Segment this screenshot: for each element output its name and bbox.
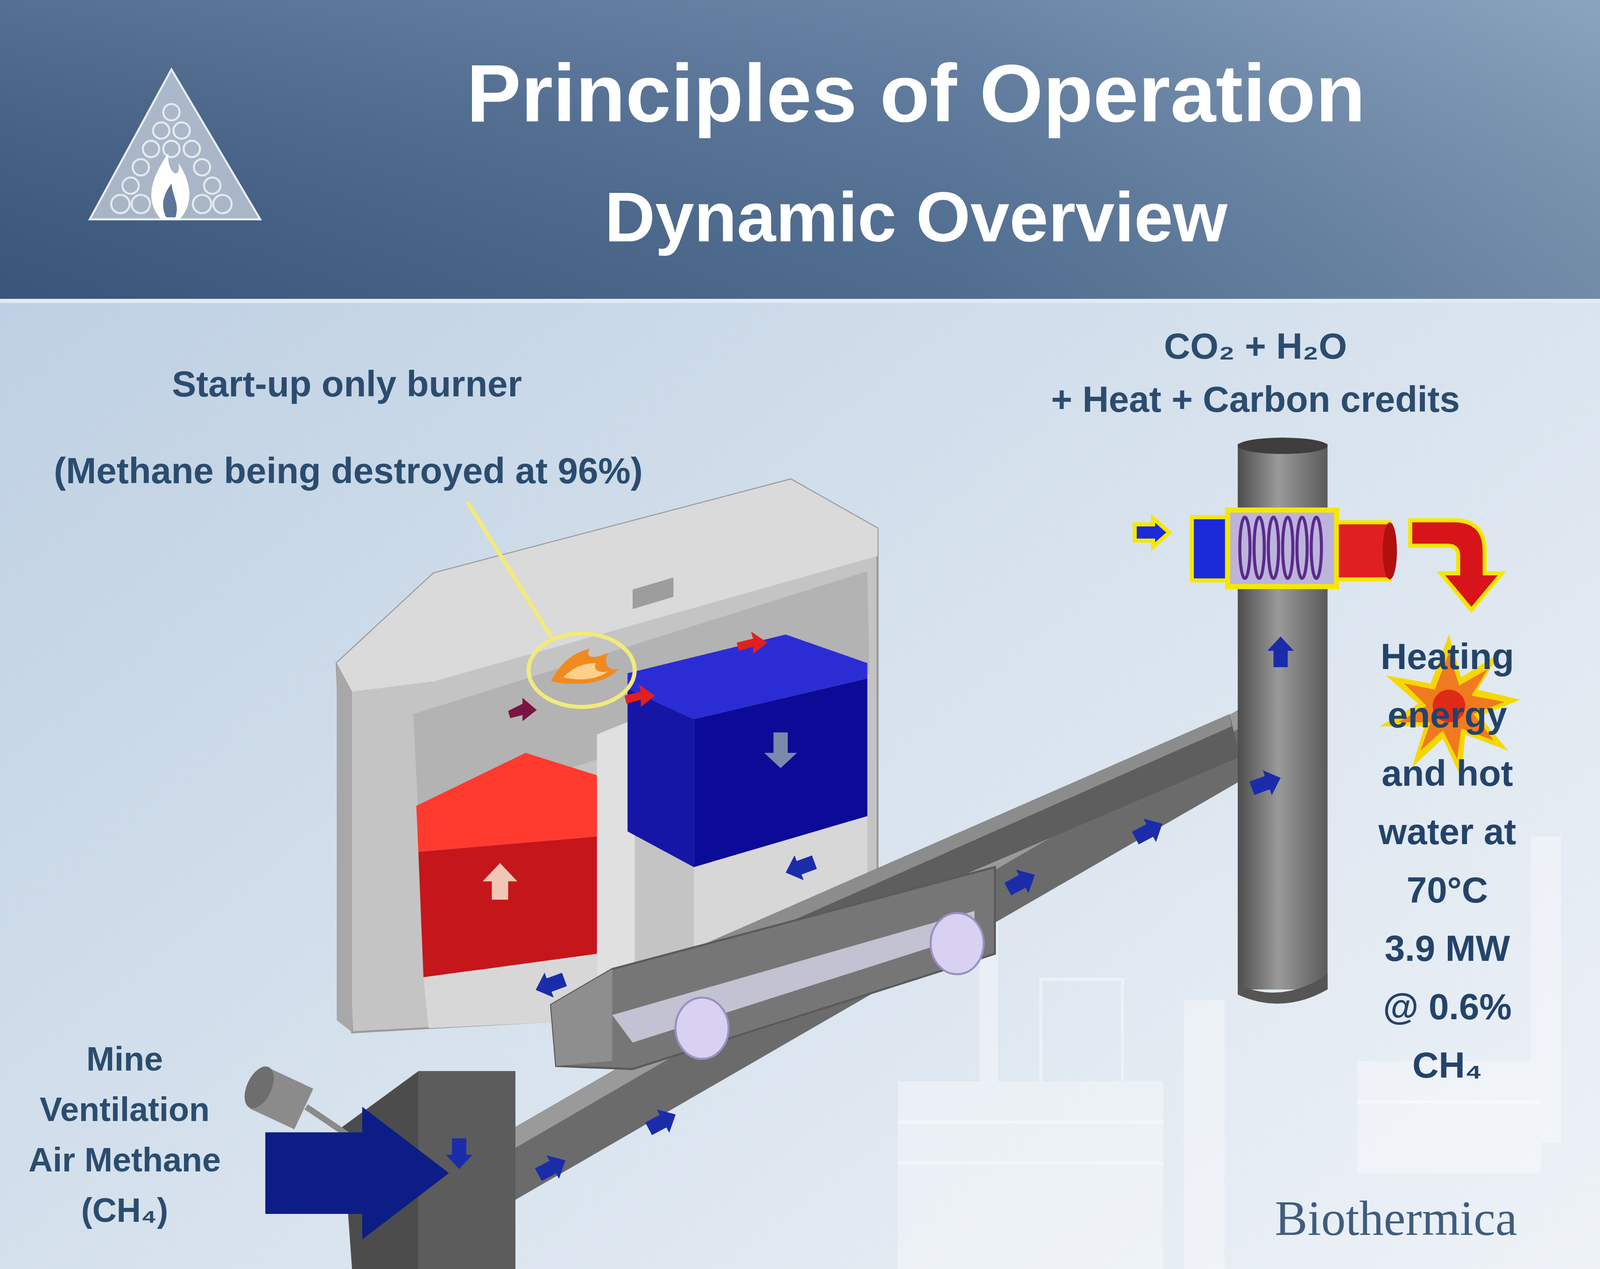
oxidizer-housing bbox=[336, 662, 353, 1033]
logo bbox=[163, 140, 180, 158]
burner-flame bbox=[467, 501, 635, 707]
inlet-label: Mine Ventilation Air Methane (CH₄) bbox=[17, 1033, 233, 1236]
logo bbox=[111, 194, 130, 213]
flow-arrows-duct bbox=[1128, 811, 1169, 850]
burner-flame bbox=[563, 662, 608, 680]
header-band bbox=[0, 0, 1600, 304]
destruction-note: (Methane being destroyed at 96%) bbox=[53, 449, 643, 494]
ceramic-bed-cold bbox=[627, 688, 694, 867]
company-name: Biothermica bbox=[1274, 1189, 1517, 1248]
heat-exchanger bbox=[1409, 520, 1502, 610]
flow-arrows-duct bbox=[532, 1148, 572, 1187]
heat-exchanger bbox=[1311, 517, 1322, 579]
burner-callout: Start-up only burner bbox=[171, 362, 522, 407]
ceramic-bed-cold bbox=[764, 732, 797, 769]
ducts bbox=[930, 912, 984, 974]
flow-arrows-chamber bbox=[736, 631, 768, 654]
inlet-arrow bbox=[265, 1106, 449, 1240]
background bbox=[1530, 836, 1562, 1143]
header-band bbox=[0, 0, 1600, 299]
ceramic-bed-hot bbox=[418, 836, 597, 978]
ducts bbox=[479, 708, 1243, 1165]
slide-title: Principles of Operation bbox=[466, 44, 1366, 143]
slide-subtitle: Dynamic Overview bbox=[604, 175, 1228, 260]
inlet-arrow bbox=[265, 1106, 449, 1240]
header-band bbox=[0, 0, 1600, 299]
logo bbox=[89, 69, 261, 220]
ducts bbox=[550, 866, 995, 1070]
logo bbox=[89, 69, 261, 220]
flow-arrows-duct bbox=[445, 636, 1294, 1187]
logo bbox=[173, 122, 191, 139]
flow-arrows-duct bbox=[1247, 765, 1286, 801]
heat-exchanger bbox=[1296, 517, 1308, 579]
flow-arrows-duct bbox=[1001, 862, 1042, 901]
fan-inlet bbox=[238, 1061, 516, 1269]
logo bbox=[204, 177, 221, 194]
logo bbox=[213, 194, 232, 213]
logo bbox=[122, 177, 139, 194]
flow-arrows-chamber bbox=[507, 697, 537, 721]
heat-output-note: Heating energy and hot water at 70°C 3.9… bbox=[1377, 627, 1518, 1095]
logo bbox=[193, 159, 211, 176]
header-band bbox=[0, 298, 1600, 304]
logo bbox=[132, 159, 149, 176]
heat-exchanger bbox=[1382, 522, 1397, 580]
fan-inlet bbox=[306, 1106, 347, 1135]
ceramic-bed-hot bbox=[416, 752, 598, 852]
ceramic-bed-cold bbox=[693, 678, 868, 867]
logo bbox=[183, 140, 200, 158]
logo bbox=[142, 140, 160, 158]
oxidizer-housing bbox=[632, 577, 674, 610]
exhaust-stack bbox=[1237, 437, 1328, 454]
flow-arrows-duct bbox=[445, 1138, 473, 1170]
ceramic-bed-cold bbox=[627, 634, 868, 867]
heat-exchanger bbox=[1134, 518, 1170, 547]
ducts bbox=[479, 708, 1250, 1206]
flow-arrows-chamber bbox=[507, 631, 768, 721]
exhaust-stack bbox=[1237, 974, 1328, 1004]
logo bbox=[131, 194, 150, 213]
burner-flame bbox=[467, 501, 551, 637]
heat-exchanger bbox=[1227, 509, 1337, 587]
background bbox=[897, 1081, 1163, 1269]
heat-exchanger bbox=[1134, 509, 1502, 610]
ceramic-bed-hot bbox=[416, 752, 598, 978]
logo bbox=[153, 122, 170, 139]
logo bbox=[151, 153, 190, 220]
burner-flame bbox=[550, 648, 619, 684]
heat-exchanger bbox=[1336, 522, 1390, 580]
flow-arrows-duct bbox=[781, 849, 819, 886]
flow-arrows-duct bbox=[642, 1102, 683, 1141]
heat-exchanger bbox=[1239, 517, 1250, 579]
background bbox=[1183, 999, 1225, 1269]
logo bbox=[192, 194, 212, 213]
fan-inlet bbox=[238, 1061, 280, 1113]
exhaust-products: + Heat + Carbon credits bbox=[1050, 377, 1460, 422]
exhaust-products: CO₂ + H₂O bbox=[1163, 324, 1347, 369]
ducts bbox=[612, 910, 975, 1043]
ducts bbox=[675, 997, 729, 1059]
heat-exchanger bbox=[1282, 517, 1293, 579]
logo bbox=[163, 104, 180, 121]
flow-arrows-duct bbox=[1267, 636, 1294, 668]
burner-flame bbox=[528, 633, 635, 707]
heat-exchanger bbox=[1268, 517, 1279, 579]
heat-exchanger bbox=[1254, 517, 1265, 579]
logo bbox=[162, 183, 177, 218]
ducts bbox=[479, 708, 1250, 1206]
heat-exchanger bbox=[1239, 517, 1322, 579]
ceramic-bed-hot bbox=[482, 862, 518, 900]
flow-arrows-duct bbox=[531, 966, 570, 1003]
